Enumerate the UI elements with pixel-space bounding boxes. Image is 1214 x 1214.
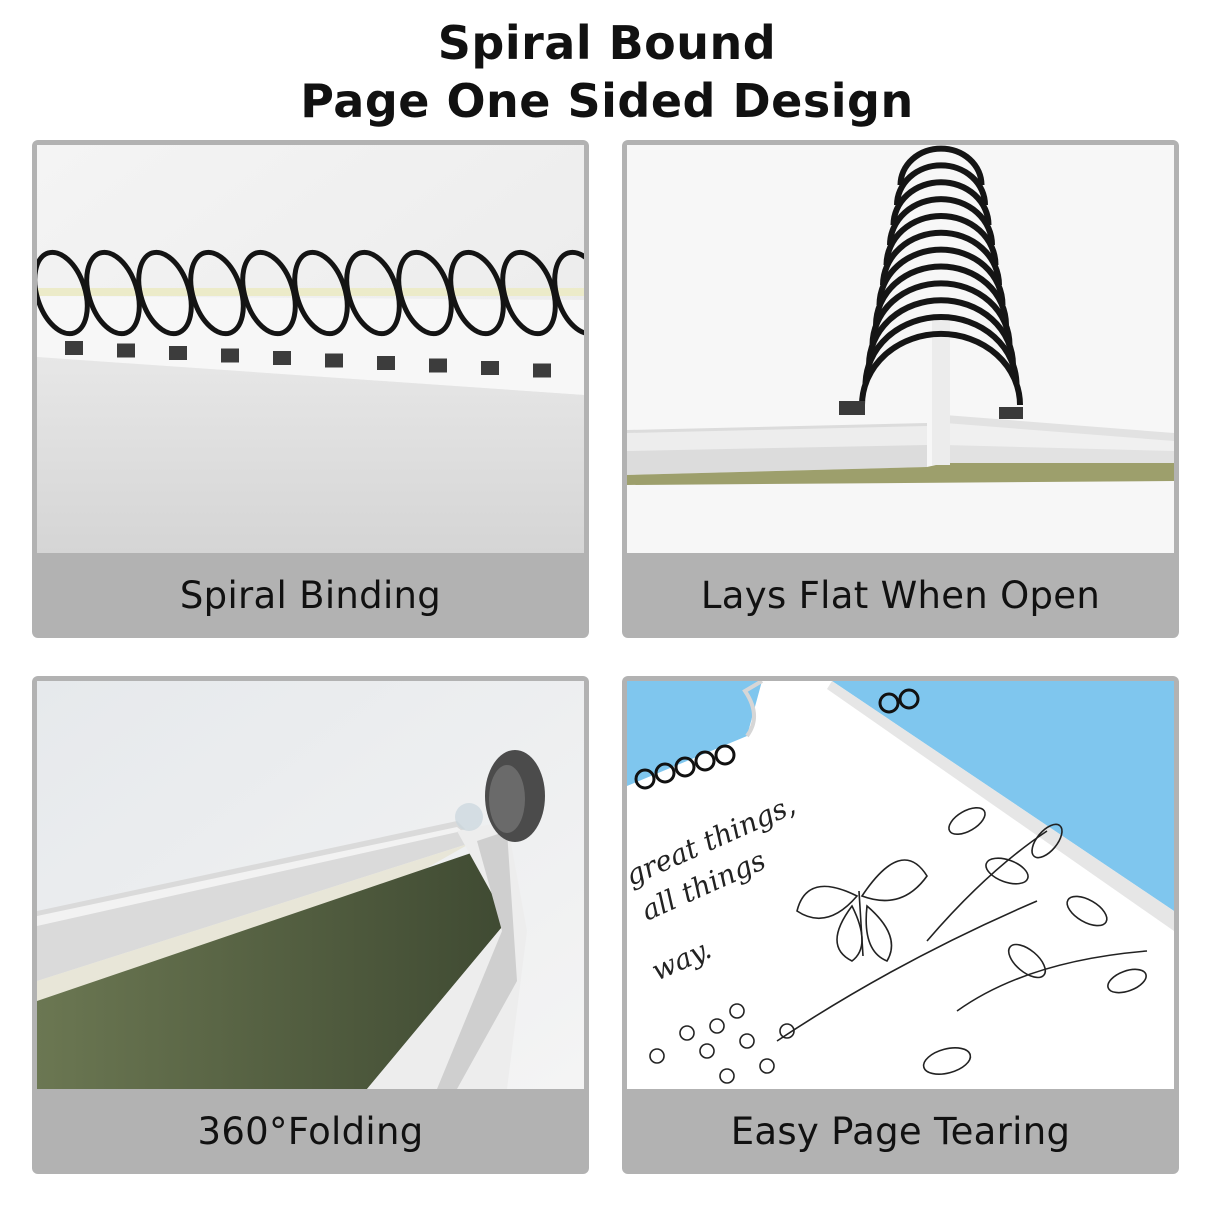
feature-caption: Spiral Binding bbox=[179, 574, 442, 617]
feature-card-360-folding: 360°Folding bbox=[32, 676, 589, 1174]
folded-book-illustration bbox=[37, 681, 584, 1089]
page-tearing-photo: great things, all things way. bbox=[627, 681, 1174, 1089]
feature-card-easy-page-tearing: great things, all things way. bbox=[622, 676, 1179, 1174]
feature-caption: 360°Folding bbox=[197, 1110, 424, 1153]
spiral-binding-illustration bbox=[37, 145, 584, 553]
feature-caption: Lays Flat When Open bbox=[700, 574, 1101, 617]
lays-flat-photo bbox=[627, 145, 1174, 553]
spiral-binding-photo bbox=[37, 145, 584, 553]
coloring-page-illustration: great things, all things way. bbox=[627, 681, 1174, 1089]
page-title: Spiral Bound Page One Sided Design bbox=[0, 14, 1214, 130]
title-line-1: Spiral Bound bbox=[437, 16, 777, 70]
feature-card-spiral-binding: Spiral Binding bbox=[32, 140, 589, 638]
feature-card-lays-flat: Lays Flat When Open bbox=[622, 140, 1179, 638]
open-book-illustration bbox=[627, 145, 1174, 553]
folding-photo bbox=[37, 681, 584, 1089]
feature-caption: Easy Page Tearing bbox=[730, 1110, 1071, 1153]
title-line-2: Page One Sided Design bbox=[300, 74, 914, 128]
